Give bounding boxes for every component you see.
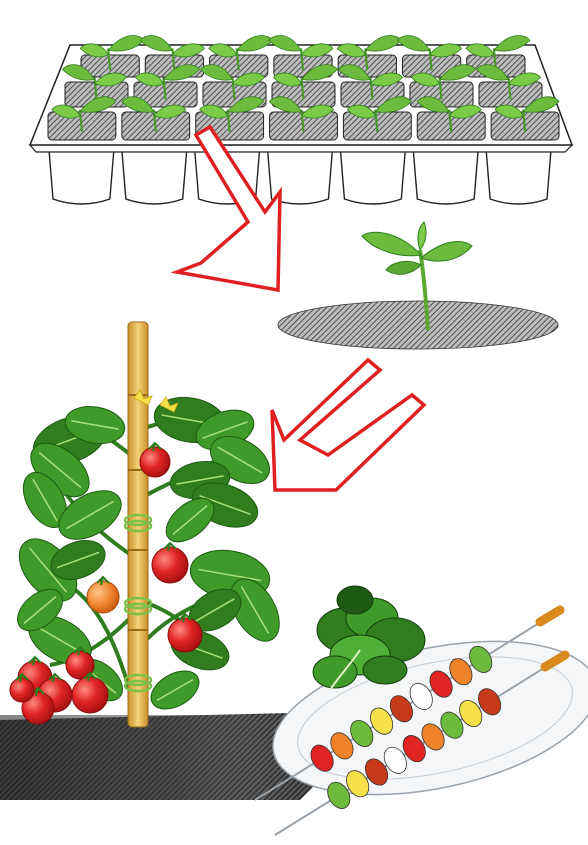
kebab-plate bbox=[255, 586, 588, 835]
ripe-tomato bbox=[152, 547, 188, 583]
seedling-leaf-left bbox=[362, 232, 421, 256]
tray-pot bbox=[486, 150, 551, 204]
tray-pot bbox=[49, 150, 114, 204]
soil-patch bbox=[278, 301, 558, 349]
tray-lip bbox=[30, 145, 572, 152]
tray-pot bbox=[122, 150, 187, 204]
ripe-tomato bbox=[168, 618, 202, 652]
ripe-tomato bbox=[10, 678, 34, 702]
tray-pot bbox=[413, 150, 478, 204]
seedling-bud bbox=[418, 222, 426, 250]
ripe-tomato bbox=[140, 447, 170, 477]
seedling-leaf-right bbox=[421, 242, 472, 262]
tray-pot bbox=[340, 150, 405, 204]
arrow-to-plant bbox=[272, 360, 424, 490]
lettuce-leaf bbox=[363, 656, 407, 684]
tray-pots bbox=[30, 145, 572, 204]
transplanted-seedling bbox=[278, 222, 558, 349]
tomato bbox=[152, 543, 188, 583]
tomato bbox=[87, 577, 119, 613]
skewer-handle bbox=[540, 610, 560, 622]
seedling-tray bbox=[30, 36, 572, 204]
lettuce-leaf bbox=[337, 586, 373, 614]
seedling-leaf-low bbox=[386, 261, 421, 274]
unripe-tomato bbox=[87, 581, 119, 613]
ripe-tomato bbox=[72, 677, 108, 713]
